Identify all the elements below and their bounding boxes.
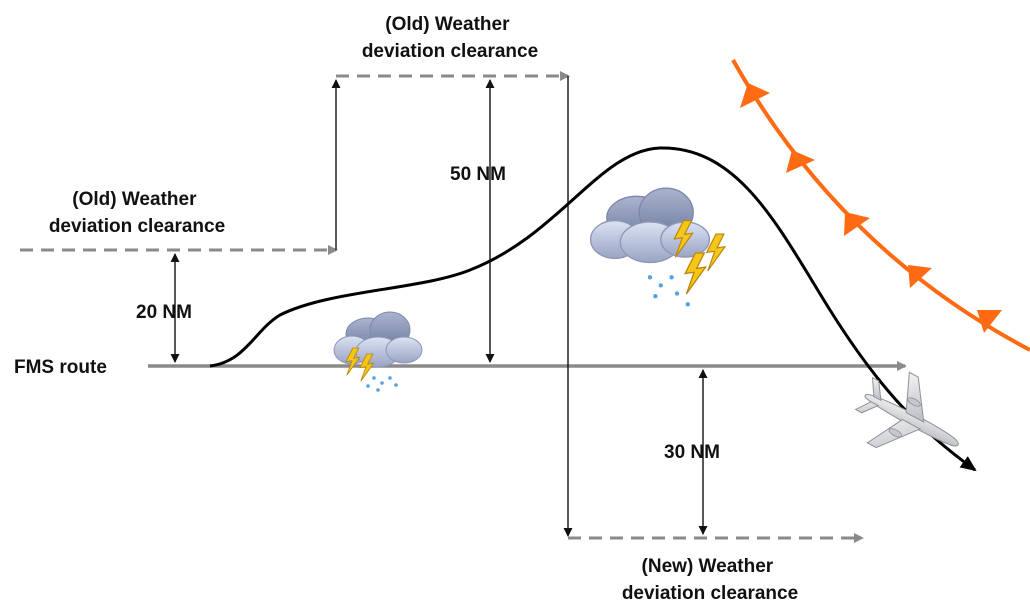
airplane-icon <box>854 371 959 449</box>
old-clearance-left-line1: (Old) Weather <box>72 189 197 210</box>
storm-cloud-icon <box>589 187 726 307</box>
new-clearance-line1: (New) Weather <box>642 556 774 577</box>
offset-20-label: 20 NM <box>136 302 192 323</box>
new-clearance-label: (New) Weather deviation clearance <box>622 556 798 604</box>
old-clearance-left-label: (Old) Weather deviation clearance <box>49 189 225 237</box>
new-clearance-line2: deviation clearance <box>622 583 798 604</box>
old-clearance-top-label: (Old) Weather deviation clearance <box>362 14 538 62</box>
old-clearance-top-line2: deviation clearance <box>362 41 538 62</box>
offset-50-label: 50 NM <box>450 164 506 185</box>
weather-front-icon <box>731 59 1030 352</box>
fms-route-label: FMS route <box>14 357 107 378</box>
storm-cloud-icon <box>333 311 423 392</box>
flight-path-curve <box>209 146 977 472</box>
old-clearance-left-line2: deviation clearance <box>49 216 225 237</box>
old-clearance-top-line1: (Old) Weather <box>385 14 510 35</box>
offset-30-label: 30 NM <box>664 442 720 463</box>
